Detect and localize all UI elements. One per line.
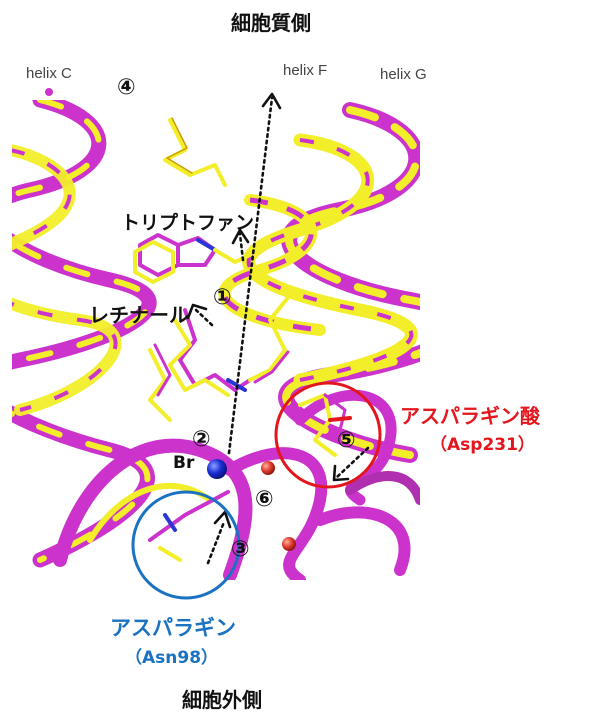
cytoplasmic-side-title: 細胞質側 [231,11,311,35]
asp-name-label: アスパラギン酸 [400,404,540,428]
bromide-label: Br [173,453,195,473]
tryptophan-label: トリプトファン [121,212,255,234]
asp231-highlight-circle [274,381,382,489]
helix-c-ribbon [12,100,157,568]
helix-c-dot [45,88,53,96]
helix-f-label: helix F [283,62,328,79]
helix-c-label: helix C [26,65,72,82]
marker-6: ⑥ [255,487,274,512]
asp-code-label: （Asp231） [430,435,535,455]
asn-code-label: （Asn98） [125,648,219,668]
helix-ribbons [12,100,420,580]
stick-residues [133,117,352,562]
marker-2: ② [192,427,211,452]
asn-name-label: アスパラギン [110,616,236,640]
marker-5: ⑤ [337,428,356,453]
water-sphere-1 [261,461,275,475]
marker-4: ④ [117,75,136,100]
retinal-label: レチナール [89,303,189,327]
extracellular-side-title: 細胞外側 [182,688,262,712]
arrow-heads [186,92,350,529]
asn98-highlight-circle [131,490,241,600]
marker-1: ① [213,285,232,310]
marker-3: ③ [231,537,250,562]
helix-f-ribbon [218,194,326,336]
lower-loops [53,389,420,580]
helix-g-label: helix G [380,66,427,83]
water-sphere-2 [282,537,296,551]
transport-arrows [194,96,370,565]
bromide-ion [207,459,227,479]
